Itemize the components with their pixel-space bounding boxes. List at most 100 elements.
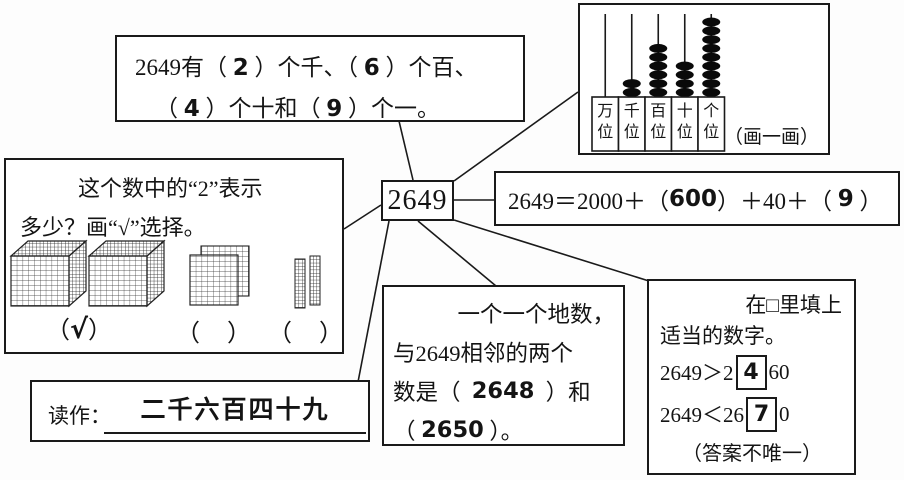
- abacus-bead: [702, 79, 721, 89]
- center-number-node: 2649: [381, 180, 454, 221]
- place-label: 个: [703, 102, 719, 120]
- paren: （: [268, 321, 292, 347]
- answer-tens: 4: [183, 96, 200, 122]
- abacus-bead: [675, 87, 694, 97]
- neighbors-text: （: [393, 418, 422, 444]
- read-as-answer: 二千六百四十九: [104, 390, 366, 434]
- compare-text: 2649＞2: [660, 361, 734, 385]
- place-label: 位: [624, 123, 640, 141]
- connector-to-neighbors: [417, 220, 497, 287]
- digit-answer-box-4: 4: [735, 354, 767, 390]
- paren: （: [176, 321, 200, 347]
- composition-text: ）个十和（: [199, 96, 327, 121]
- neighbors-text: 数是（: [393, 379, 472, 405]
- answer-600: 600: [669, 185, 718, 212]
- abacus-bead: [622, 87, 641, 97]
- composition-line2: （ 4 ）个十和（ 9 ）个一。: [155, 89, 523, 123]
- compare-text: 0: [779, 401, 790, 426]
- abacus-bead: [702, 26, 721, 36]
- place-label: 位: [597, 123, 613, 141]
- neighbors-line1: 一个一个地数，: [457, 301, 615, 327]
- compare-line1: 在□里填上: [745, 293, 842, 317]
- compare-text: 60: [768, 359, 790, 384]
- digit-answer-box-7: 7: [746, 396, 777, 432]
- abacus-note: （画一画）: [724, 127, 820, 148]
- blank: [200, 317, 227, 348]
- abacus-bead: [702, 17, 721, 27]
- abacus-bead: [649, 43, 668, 53]
- abacus-bead: [649, 70, 668, 80]
- neighbors-line2: 与2649相邻的两个: [393, 340, 574, 366]
- blank: [292, 317, 319, 348]
- abacus-bead: [702, 61, 721, 71]
- abacus-bead: [702, 52, 721, 62]
- neighbors-line4: （ 2650 ）。: [393, 410, 623, 449]
- center-number: 2649: [387, 184, 448, 216]
- connector-to-abacus: [453, 91, 579, 182]
- place-label: 位: [703, 123, 719, 141]
- place-label: 十: [677, 102, 693, 120]
- abacus-bead: [649, 79, 668, 89]
- option-thousands-answer: （√）: [46, 310, 112, 345]
- abacus-bead: [675, 70, 694, 80]
- choose-line2: 多少？画“√”选择。: [20, 215, 206, 240]
- composition-text: ）个百、: [379, 55, 478, 80]
- option-tens-answer: （ ）: [268, 310, 343, 349]
- choose-options: （√） （ ） （ ）: [6, 310, 343, 350]
- expansion-text: 2649＝2000＋（: [508, 188, 669, 214]
- composition-text: 2649有（: [135, 55, 233, 80]
- thousand-cube-2: [88, 240, 165, 307]
- abacus-bead: [675, 61, 694, 71]
- place-label: 百: [650, 103, 666, 120]
- connector-to-read: [357, 220, 390, 383]
- connector-to-compare: [453, 219, 650, 282]
- place-label-box: [697, 96, 726, 152]
- answer-hundreds: 6: [363, 55, 380, 81]
- paren: ）: [88, 318, 113, 344]
- abacus-bead: [702, 87, 721, 97]
- hundred-flats: [189, 245, 250, 306]
- place-label: 位: [677, 123, 693, 141]
- compare-line2: 适当的数字。: [660, 324, 786, 348]
- ten-rods: [294, 255, 321, 309]
- abacus-bead: [675, 79, 694, 89]
- compare-text: 2649＜26: [660, 403, 744, 427]
- composition-text: （: [155, 96, 184, 121]
- place-label: 位: [650, 123, 666, 141]
- composition-line1: 2649有（ 2 ）个千、（ 6 ）个百、: [135, 48, 523, 82]
- answer-9: 9: [837, 185, 854, 212]
- expansion-text: ）: [853, 188, 883, 214]
- compare-note: （答案不唯一）: [682, 442, 822, 465]
- place-label: 千: [624, 102, 640, 120]
- base-ten-blocks-image: [10, 240, 321, 309]
- abacus-bead: [702, 35, 721, 45]
- option-hundreds-answer: （ ）: [176, 310, 251, 349]
- abacus-bead: [622, 79, 641, 89]
- paren: （: [46, 318, 70, 344]
- abacus-bead: [702, 43, 721, 53]
- connector-to-composition: [398, 120, 414, 181]
- connector-to-choose: [343, 204, 382, 230]
- abacus-bead: [649, 61, 668, 71]
- abacus-bead: [649, 87, 668, 97]
- composition-text: ）个千、（: [248, 55, 364, 80]
- answer-2648: 2648: [471, 377, 535, 404]
- choose-line1: 这个数中的“2”表示: [78, 176, 263, 201]
- paren: ）: [319, 321, 343, 347]
- place-label-box: [591, 96, 620, 152]
- thousand-cube-1: [10, 240, 87, 307]
- read-as-box: 读作： 二千六百四十九: [30, 380, 370, 442]
- neighbors-text: ）和: [534, 379, 591, 405]
- place-label: 万: [597, 103, 613, 120]
- composition-text: ）个一。: [342, 96, 441, 121]
- expansion-box: 2649＝2000＋（600）＋40＋（ 9 ）: [494, 171, 900, 226]
- neighbors-text: ）。: [483, 418, 524, 444]
- neighbors-box: 一个一个地数， 与2649相邻的两个 数是（ 2648 ）和 （ 2650 ）。: [382, 285, 625, 446]
- place-label-box: [617, 96, 646, 152]
- paren: ）: [227, 321, 251, 347]
